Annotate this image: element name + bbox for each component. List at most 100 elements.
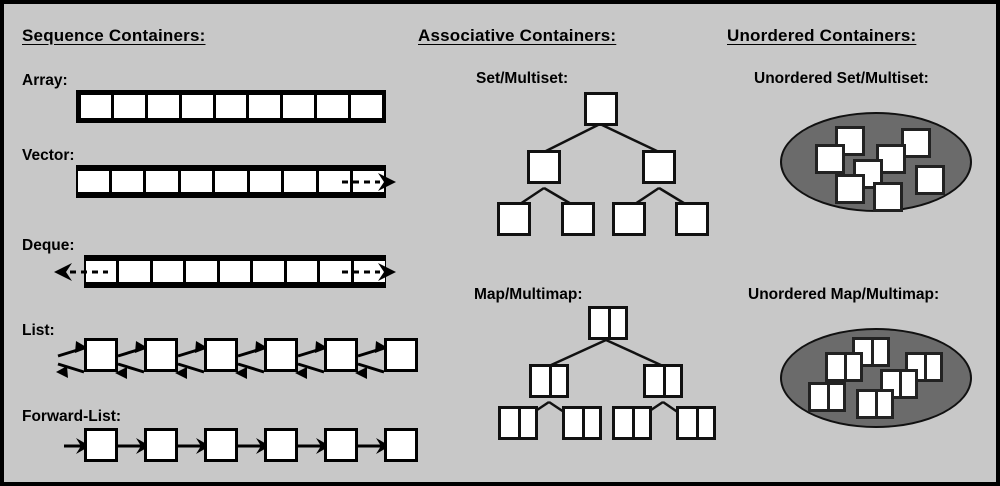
vector-cell: [215, 171, 247, 192]
set-tree-node-internal: [642, 150, 676, 184]
map-tree-node-leaf: [498, 406, 538, 440]
map-node-key: [859, 392, 875, 416]
map-node-value: [632, 409, 649, 437]
unordered-set-element: [915, 165, 945, 195]
label-unordered-set: Unordered Set/Multiset:: [754, 70, 929, 87]
array-cell: [114, 95, 146, 118]
array-cell: [249, 95, 281, 118]
vector-cell: [111, 171, 144, 192]
map-node-key: [591, 309, 608, 337]
map-node-key: [828, 355, 844, 379]
set-tree-node-leaf: [497, 202, 531, 236]
map-node-value: [871, 340, 887, 364]
map-node-value: [608, 309, 625, 337]
forward-list-node: [84, 428, 118, 462]
column-title-associative: Associative Containers:: [418, 26, 617, 45]
unordered-map-element: [825, 352, 863, 382]
map-node-key: [679, 409, 696, 437]
unordered-set-element: [873, 182, 903, 212]
deque-cell: [253, 261, 284, 282]
map-node-key: [646, 367, 663, 395]
label-set-multiset: Set/Multiset:: [476, 70, 569, 87]
vector-cell: [180, 171, 213, 192]
map-tree-node-leaf: [612, 406, 652, 440]
forward-list-node: [384, 428, 418, 462]
map-node-value: [663, 367, 680, 395]
set-tree-node-internal: [527, 150, 561, 184]
label-list: List:: [22, 322, 55, 339]
unordered-map-element: [856, 389, 894, 419]
unordered-set-element: [815, 144, 845, 174]
map-node-key: [811, 385, 827, 409]
map-node-value: [549, 367, 566, 395]
list-node: [324, 338, 358, 372]
deque-growth-arrow-right-icon: [342, 263, 396, 281]
map-node-value: [899, 372, 915, 396]
label-map-multimap: Map/Multimap:: [474, 286, 583, 303]
map-node-value: [582, 409, 599, 437]
set-tree-node-leaf: [612, 202, 646, 236]
array-cell: [316, 95, 348, 118]
list-node: [384, 338, 418, 372]
list-node: [144, 338, 178, 372]
vector-growth-arrow-icon: [342, 173, 396, 191]
vector-cell: [284, 171, 316, 192]
set-tree-node-leaf: [561, 202, 595, 236]
array-cell: [148, 95, 179, 118]
column-title-sequence: Sequence Containers:: [22, 26, 206, 45]
array-cell: [181, 95, 213, 118]
array-strip: [76, 90, 386, 123]
map-tree-node-internal: [643, 364, 683, 398]
label-vector: Vector:: [22, 147, 75, 164]
list-node: [84, 338, 118, 372]
set-tree-node-root: [584, 92, 618, 126]
map-node-value: [518, 409, 535, 437]
array-cell: [283, 95, 314, 118]
deque-cell: [219, 261, 251, 282]
map-node-value: [844, 355, 860, 379]
unordered-set-element: [901, 128, 931, 158]
deque-strip: [84, 255, 386, 288]
vector-cell: [249, 171, 282, 192]
label-deque: Deque:: [22, 237, 75, 254]
vector-cell: [318, 171, 350, 192]
label-forward-list: Forward-List:: [22, 408, 122, 425]
list-links: [56, 341, 388, 379]
map-node-key: [615, 409, 632, 437]
set-tree-node-leaf: [675, 202, 709, 236]
forward-list-node: [324, 428, 358, 462]
deque-cell: [85, 261, 117, 282]
deque-cell: [186, 261, 217, 282]
array-cell: [215, 95, 247, 118]
deque-cell: [320, 261, 351, 282]
map-node-key: [501, 409, 518, 437]
map-node-value: [924, 355, 940, 379]
map-tree-node-leaf: [676, 406, 716, 440]
map-tree-node-internal: [529, 364, 569, 398]
array-cell: [350, 95, 382, 118]
forward-list-links: [64, 438, 390, 454]
list-node: [264, 338, 298, 372]
forward-list-node: [144, 428, 178, 462]
map-node-key: [565, 409, 582, 437]
column-title-unordered: Unordered Containers:: [727, 26, 917, 45]
map-node-key: [532, 367, 549, 395]
deque-cell: [152, 261, 184, 282]
label-array: Array:: [22, 72, 68, 89]
vector-cell: [77, 171, 109, 192]
map-tree-node-root: [588, 306, 628, 340]
deque-cell: [286, 261, 318, 282]
unordered-map-element: [808, 382, 846, 412]
label-unordered-map: Unordered Map/Multimap:: [748, 286, 940, 303]
forward-list-node: [264, 428, 298, 462]
unordered-set-element: [835, 174, 865, 204]
map-tree-node-leaf: [562, 406, 602, 440]
vector-strip: [76, 165, 386, 198]
array-cell: [80, 95, 112, 118]
map-node-value: [827, 385, 843, 409]
map-node-value: [875, 392, 891, 416]
deque-growth-arrow-left-icon: [54, 263, 108, 281]
deque-cell: [119, 261, 150, 282]
vector-cell: [146, 171, 178, 192]
